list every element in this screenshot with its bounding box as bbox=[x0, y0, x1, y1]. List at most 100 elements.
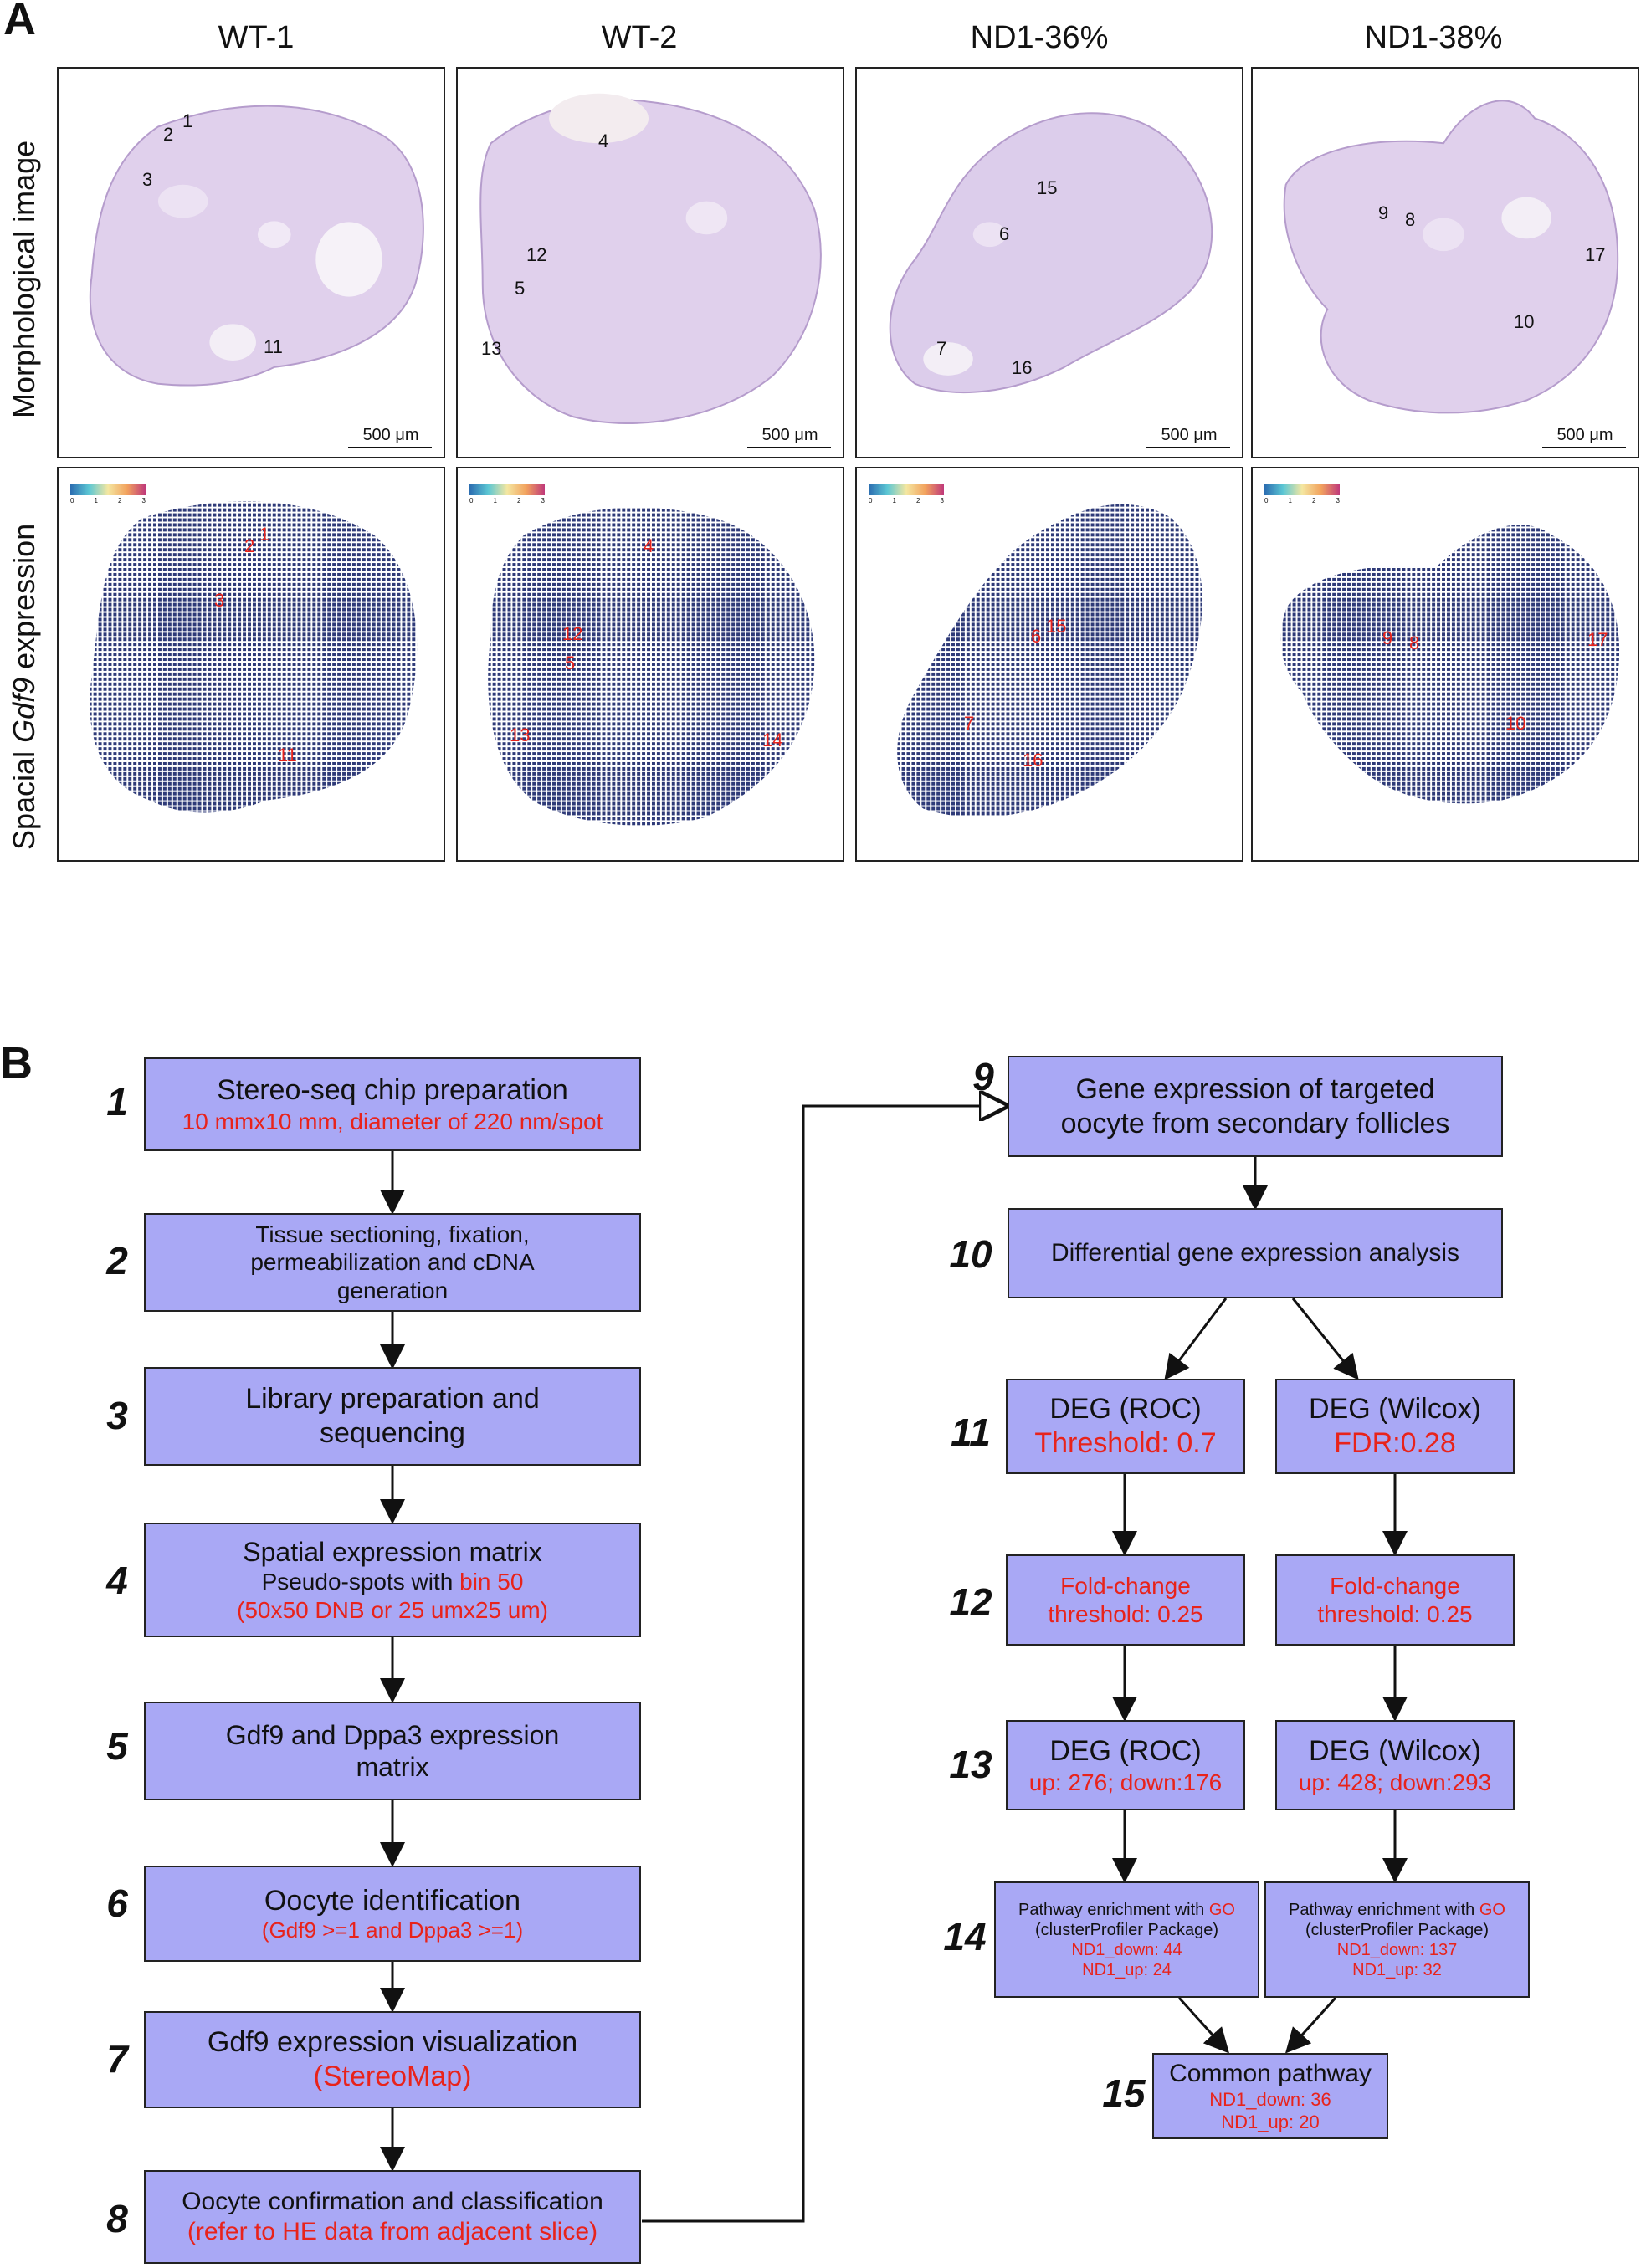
legend-tick: 0 bbox=[70, 497, 74, 504]
step-9-title: Gene expression of targeted oocyte from … bbox=[1060, 1073, 1450, 1139]
step-15-up: ND1_up: 20 bbox=[1221, 2111, 1320, 2132]
morph-tissue-nd1-36 bbox=[889, 112, 1213, 394]
step-4-bin: bin 50 bbox=[459, 1569, 524, 1595]
step-6-subtitle: (Gdf9 >=1 and Dppa3 >=1) bbox=[261, 1917, 524, 1943]
column-title-wt2: WT-2 bbox=[601, 20, 678, 55]
step-13-roc-box: DEG (ROC) up: 276; down:176 bbox=[1006, 1720, 1245, 1810]
morph-arrow-label: 5 bbox=[515, 278, 526, 299]
legend-tick: 2 bbox=[916, 497, 920, 504]
step-11-wilcox-fdr: FDR:0.28 bbox=[1334, 1427, 1456, 1459]
column-title-wt1: WT-1 bbox=[218, 20, 295, 55]
scale-bar-label: 500 μm bbox=[1161, 426, 1218, 444]
step-4-box: Spatial expression matrix Pseudo-spots w… bbox=[144, 1523, 641, 1637]
legend-tick: 1 bbox=[892, 497, 896, 504]
panel-b-letter: B bbox=[0, 1038, 33, 1088]
legend-tick: 2 bbox=[118, 497, 122, 504]
step-1-box: Stereo-seq chip preparation 10 mmx10 mm,… bbox=[144, 1057, 641, 1151]
step-14-wilcox-box: Pathway enrichment with GO (clusterProfi… bbox=[1264, 1881, 1530, 1998]
spatial-arrow-label: 10 bbox=[1505, 713, 1526, 734]
step-11-wilcox-title: DEG (Wilcox) bbox=[1309, 1393, 1481, 1426]
legend-ticks: 0 1 2 3 bbox=[869, 497, 944, 504]
step-7-box: Gdf9 expression visualization (StereoMap… bbox=[144, 2011, 641, 2108]
scale-bar bbox=[1542, 447, 1626, 448]
step-number: 7 bbox=[106, 2037, 128, 2081]
legend-tick: 3 bbox=[940, 497, 944, 504]
step-10-title: Differential gene expression analysis bbox=[1050, 1239, 1460, 1267]
scale-bar-label: 500 μm bbox=[362, 426, 419, 444]
color-scale-legend bbox=[869, 484, 944, 495]
morph-arrow-label: 4 bbox=[598, 131, 609, 151]
legend-tick: 3 bbox=[541, 497, 545, 504]
legend-tick: 0 bbox=[869, 497, 873, 504]
step-13-wilcox-box: DEG (Wilcox) up: 428; down:293 bbox=[1275, 1720, 1515, 1810]
step-11-roc-title: DEG (ROC) bbox=[1049, 1393, 1202, 1426]
legend-tick: 2 bbox=[1312, 497, 1316, 504]
spatial-tissue-nd1-36 bbox=[897, 504, 1202, 817]
step-15-title: Common pathway bbox=[1169, 2060, 1372, 2088]
spatial-arrow-label: 1 bbox=[259, 524, 270, 545]
step-14-wilcox-up: ND1_up: 32 bbox=[1352, 1960, 1442, 1979]
step-1-title: Stereo-seq chip preparation bbox=[217, 1073, 568, 1106]
step-13-wilcox-counts: up: 428; down:293 bbox=[1298, 1769, 1492, 1795]
step-number: 5 bbox=[106, 1724, 128, 1768]
morph-tissue-wt2 bbox=[479, 93, 822, 424]
spatial-arrow-label: 2 bbox=[244, 535, 255, 556]
legend-tick: 1 bbox=[493, 497, 497, 504]
step-number: 6 bbox=[106, 1881, 128, 1925]
step-11-roc-box: DEG (ROC) Threshold: 0.7 bbox=[1006, 1379, 1245, 1474]
step-8-title: Oocyte confirmation and classification bbox=[182, 2188, 603, 2215]
spatial-arrow-label: 6 bbox=[1031, 626, 1042, 647]
step-14-roc-go: GO bbox=[1208, 1900, 1235, 1919]
step-14-wilcox-go: GO bbox=[1479, 1900, 1505, 1919]
spatial-arrow-label: 13 bbox=[510, 724, 531, 745]
step-12-wilcox-box: Fold-change threshold: 0.25 bbox=[1275, 1554, 1515, 1646]
morph-image-nd1-38: 9 8 17 10 500 μm bbox=[1251, 67, 1639, 458]
step-number: 15 bbox=[1102, 2071, 1146, 2115]
morph-image-nd1-36: 15 6 7 16 500 μm bbox=[855, 67, 1243, 458]
step-11-wilcox-box: DEG (Wilcox) FDR:0.28 bbox=[1275, 1379, 1515, 1474]
morph-arrow-label: 6 bbox=[999, 223, 1010, 244]
step-1-subtitle: 10 mmx10 mm, diameter of 220 nm/spot bbox=[182, 1108, 603, 1134]
step-4-subtitle: (50x50 DNB or 25 umx25 um) bbox=[237, 1596, 548, 1623]
column-title-nd1-36: ND1-36% bbox=[970, 20, 1109, 55]
step-13-roc-title: DEG (ROC) bbox=[1049, 1734, 1202, 1767]
spatial-arrow-label: 17 bbox=[1587, 629, 1608, 650]
spatial-arrow-label: 16 bbox=[1023, 750, 1043, 771]
step-12-roc-foldchange: Fold-change threshold: 0.25 bbox=[1048, 1572, 1203, 1627]
legend-tick: 0 bbox=[1264, 497, 1269, 504]
step-number: 13 bbox=[949, 1743, 992, 1786]
legend-tick: 1 bbox=[94, 497, 98, 504]
scale-bar-label: 500 μm bbox=[1556, 426, 1613, 444]
spatial-arrow-label: 7 bbox=[964, 713, 975, 734]
spatial-arrow-label: 5 bbox=[565, 653, 576, 673]
morph-arrow-label: 11 bbox=[264, 336, 283, 357]
step-7-subtitle: (StereoMap) bbox=[313, 2061, 472, 2092]
step-10-box: Differential gene expression analysis bbox=[1008, 1208, 1503, 1298]
step-14-roc-box: Pathway enrichment with GO (clusterProfi… bbox=[994, 1881, 1259, 1998]
step-12-wilcox-foldchange: Fold-change threshold: 0.25 bbox=[1317, 1572, 1473, 1627]
spatial-tissue-wt1 bbox=[90, 501, 418, 813]
step-14-roc-line1-text: Pathway enrichment with bbox=[1018, 1900, 1209, 1919]
step-9-box: Gene expression of targeted oocyte from … bbox=[1008, 1056, 1503, 1157]
step-number: 14 bbox=[943, 1915, 987, 1958]
spatial-arrow-label: 12 bbox=[562, 623, 583, 644]
step-12-roc-box: Fold-change threshold: 0.25 bbox=[1006, 1554, 1245, 1646]
morph-arrow-label: 16 bbox=[1012, 357, 1033, 378]
morph-arrow-label: 15 bbox=[1037, 177, 1058, 198]
morph-arrow-label: 8 bbox=[1405, 209, 1416, 230]
morph-arrow-label: 9 bbox=[1378, 202, 1389, 223]
step-14-roc-up: ND1_up: 24 bbox=[1082, 1960, 1172, 1979]
scale-bar bbox=[1146, 447, 1230, 448]
spatial-arrow-label: 4 bbox=[644, 535, 654, 556]
step-2-title: Tissue sectioning, fixation, permeabiliz… bbox=[250, 1221, 535, 1303]
morph-arrow-label: 17 bbox=[1585, 244, 1606, 265]
step-14-wilcox-line1-text: Pathway enrichment with bbox=[1288, 1900, 1479, 1919]
step-3-title: Library preparation and sequencing bbox=[245, 1383, 540, 1449]
step-15-box: Common pathway ND1_down: 36 ND1_up: 20 bbox=[1152, 2053, 1388, 2139]
color-scale-legend bbox=[70, 484, 146, 495]
step-number: 4 bbox=[106, 1559, 128, 1602]
